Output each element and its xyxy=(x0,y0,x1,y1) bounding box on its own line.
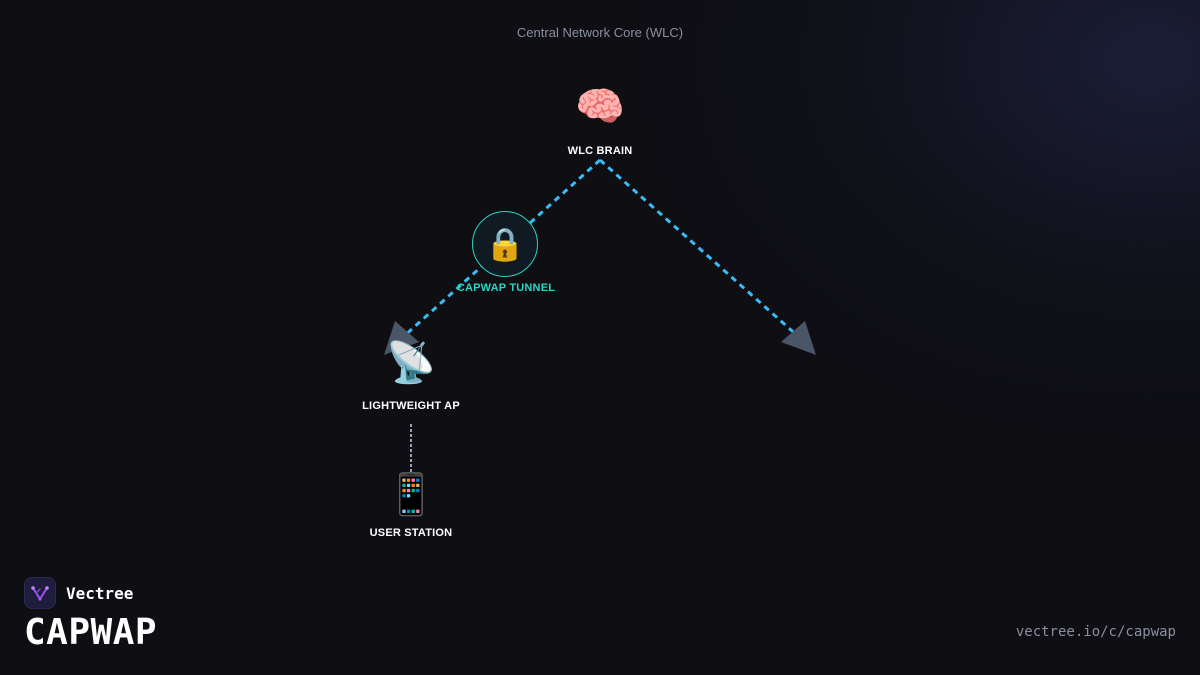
lock-icon: 🔒 xyxy=(485,225,525,263)
satellite-antenna-icon: 📡 xyxy=(386,340,436,386)
mobile-phone-icon: 📱 xyxy=(386,472,436,518)
capwap-tunnel-node: 🔒 xyxy=(472,211,538,277)
brand-name: Vectree xyxy=(66,584,134,603)
wlc-brain-label: WLC BRAIN xyxy=(567,145,633,157)
page-title: CAPWAP xyxy=(24,612,158,653)
tunnel-link-right xyxy=(599,158,801,340)
brain-icon: 🧠 xyxy=(575,84,625,130)
arrowhead-ap xyxy=(384,321,419,355)
vectree-logo-icon xyxy=(24,577,56,609)
arrowhead-right xyxy=(781,321,816,355)
page-url[interactable]: vectree.io/c/capwap xyxy=(1015,624,1176,640)
user-station-label: USER STATION xyxy=(369,527,453,539)
network-core-heading: Central Network Core (WLC) xyxy=(516,25,684,40)
lightweight-ap-label: LIGHTWEIGHT AP xyxy=(362,400,460,412)
capwap-tunnel-label: CAPWAP TUNNEL xyxy=(456,282,556,294)
